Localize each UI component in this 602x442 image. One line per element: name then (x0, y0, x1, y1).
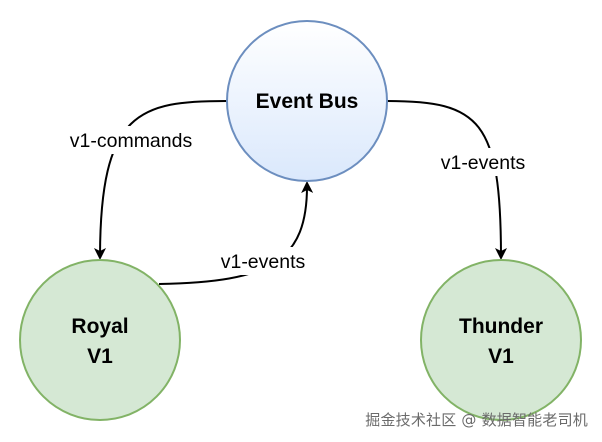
node-royal-label-line-2: V1 (87, 345, 113, 368)
node-event-bus-label: Event Bus (256, 90, 359, 113)
node-royal: Royal V1 (19, 259, 181, 421)
node-event-bus-shape (226, 20, 388, 182)
edge-bus-to-thunder (386, 100, 507, 260)
node-thunder: Thunder V1 (420, 259, 582, 421)
node-thunder-label-line-2: V1 (488, 345, 514, 368)
watermark: 掘金技术社区 @ 数据智能老司机 (365, 411, 588, 429)
edge-label-bg (430, 148, 536, 176)
node-event-bus: Event Bus (226, 20, 388, 182)
node-thunder-shape (420, 259, 582, 421)
node-royal-label-line-1: Royal (71, 315, 128, 338)
edge-label-bus-to-royal: v1-commands (70, 130, 193, 152)
node-royal-shape (19, 259, 181, 421)
edge-label-royal-to-bus: v1-events (221, 251, 306, 273)
edge-label-bg (210, 247, 316, 275)
edge-label-bg (58, 126, 204, 154)
node-thunder-label-line-1: Thunder (459, 315, 543, 338)
edge-bus-to-royal (94, 100, 228, 260)
edge-label-bus-to-thunder: v1-events (441, 152, 526, 174)
